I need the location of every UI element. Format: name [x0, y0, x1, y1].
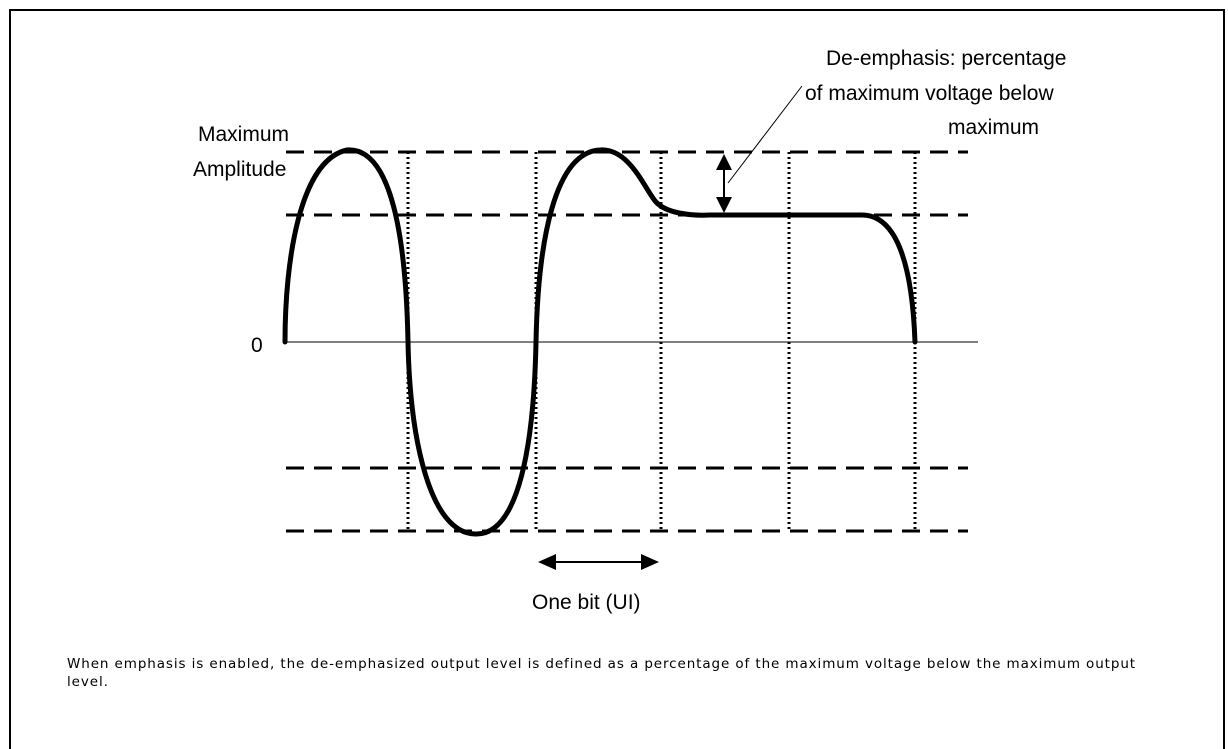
max-amplitude-label: Maximum [198, 123, 289, 146]
bit-boundaries [406, 152, 917, 531]
max-amplitude-label: Amplitude [193, 158, 286, 181]
level-lines [286, 150, 968, 533]
zero-label: 0 [251, 334, 263, 357]
figure-caption: When emphasis is enabled, the de-emphasi… [67, 656, 1136, 690]
deemphasis-arrow [716, 154, 732, 213]
figure-frame [9, 9, 1225, 749]
deemphasis-label: of maximum voltage below [805, 82, 1054, 105]
waveform [282, 147, 918, 537]
one-bit-arrow [538, 554, 659, 570]
deemphasis-label: De-emphasis: percentage [826, 47, 1066, 70]
one-bit-label: One bit (UI) [532, 591, 641, 614]
deemphasis-label: maximum [948, 116, 1039, 139]
deemphasis-leader-line [727, 85, 803, 184]
